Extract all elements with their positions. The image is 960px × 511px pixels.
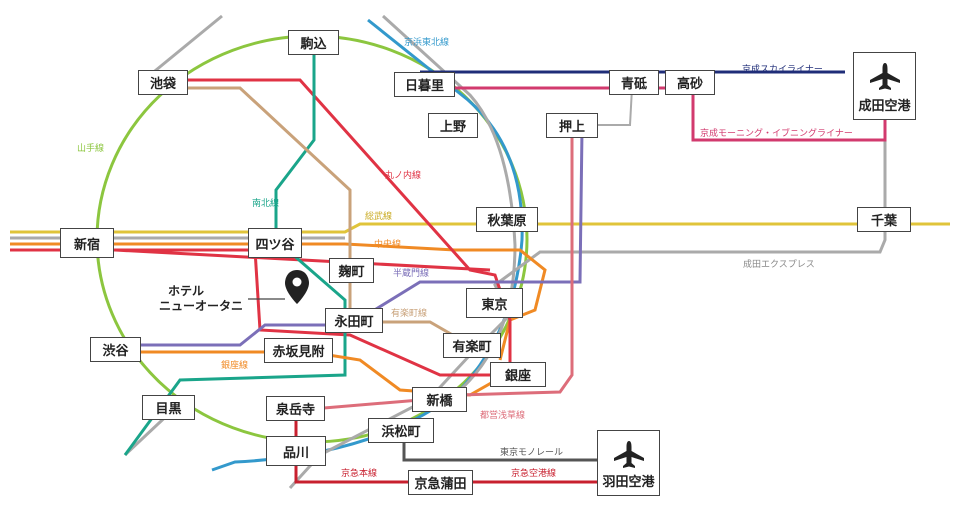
station-yurakucho[interactable]: 有楽町 bbox=[443, 333, 501, 358]
station-meguro[interactable]: 目黒 bbox=[142, 395, 195, 420]
station-hamamatsucho[interactable]: 浜松町 bbox=[368, 418, 434, 443]
label-skyliner: 京成スカイライナー bbox=[742, 65, 823, 75]
label-chuo: 中央線 bbox=[374, 240, 402, 250]
label-narita-express: 成田エクスプレス bbox=[743, 260, 815, 270]
station-ueno[interactable]: 上野 bbox=[428, 113, 478, 138]
hotel-label-line1: ホテル bbox=[168, 284, 205, 298]
station-ikebukuro[interactable]: 池袋 bbox=[138, 70, 188, 95]
station-chiba[interactable]: 千葉 bbox=[857, 207, 911, 232]
hotel-label[interactable]: ホテル ニューオータニ bbox=[130, 284, 243, 314]
station-aoto[interactable]: 青砥 bbox=[609, 70, 659, 95]
monorail-line bbox=[402, 440, 600, 462]
station-nippori[interactable]: 日暮里 bbox=[394, 72, 455, 97]
marunouchi-line-2 bbox=[175, 78, 512, 370]
marunouchi-line bbox=[10, 248, 500, 377]
station-keikyukamata[interactable]: 京急蒲田 bbox=[408, 470, 473, 495]
asakusa-line bbox=[299, 130, 574, 412]
label-morning-liner: 京成モーニング・イブニングライナー bbox=[700, 129, 853, 139]
station-shinagawa[interactable]: 品川 bbox=[266, 436, 326, 466]
station-takasago[interactable]: 高砂 bbox=[665, 70, 715, 95]
oshiage-aoto-line bbox=[595, 87, 633, 126]
chuo-line bbox=[10, 242, 547, 361]
station-shibuya[interactable]: 渋谷 bbox=[90, 337, 141, 362]
airplane-icon bbox=[869, 63, 900, 90]
namboku-line bbox=[123, 40, 347, 456]
label-namboku: 南北線 bbox=[252, 199, 280, 209]
station-tokyo[interactable]: 東京 bbox=[466, 288, 523, 318]
keikyu-line bbox=[294, 408, 600, 484]
airport-narita-label: 成田空港 bbox=[858, 99, 911, 114]
station-sengakuji[interactable]: 泉岳寺 bbox=[266, 396, 325, 421]
morning-liner-line bbox=[691, 92, 887, 142]
label-keikyu-airport: 京急空港線 bbox=[511, 469, 557, 479]
label-asakusa: 都営浅草線 bbox=[480, 411, 526, 421]
station-yotsuya[interactable]: 四ツ谷 bbox=[248, 228, 302, 258]
station-akasakamitsuke[interactable]: 赤坂見附 bbox=[264, 338, 333, 363]
station-oshiage[interactable]: 押上 bbox=[546, 113, 598, 138]
gray-line-1 bbox=[149, 14, 223, 77]
station-nagatacho[interactable]: 永田町 bbox=[325, 308, 383, 333]
station-ginza[interactable]: 銀座 bbox=[490, 362, 546, 387]
label-hanzomon: 半蔵門線 bbox=[393, 269, 430, 279]
station-shimbashi[interactable]: 新橋 bbox=[412, 387, 467, 412]
label-marunouchi: 丸ノ内線 bbox=[385, 171, 422, 181]
label-yamanote: 山手線 bbox=[77, 144, 105, 154]
label-yurakucho: 有楽町線 bbox=[391, 309, 428, 319]
label-sobu: 総武線 bbox=[365, 212, 393, 222]
station-komagome[interactable]: 駒込 bbox=[288, 30, 339, 55]
station-akihabara[interactable]: 秋葉原 bbox=[476, 207, 538, 232]
label-keikyu-main: 京急本線 bbox=[341, 469, 378, 479]
hotel-label-line2: ニューオータニ bbox=[158, 299, 243, 313]
label-monorail: 東京モノレール bbox=[500, 448, 564, 458]
airplane-icon bbox=[613, 441, 644, 468]
airport-haneda-label: 羽田空港 bbox=[602, 475, 655, 490]
sobu-line bbox=[10, 222, 950, 234]
airport-haneda[interactable]: 羽田空港 bbox=[597, 430, 660, 496]
hotel-pin-icon bbox=[285, 270, 309, 304]
station-kojimachi[interactable]: 麹町 bbox=[329, 258, 374, 283]
label-ginza: 銀座線 bbox=[221, 361, 249, 371]
airport-narita[interactable]: 成田空港 bbox=[853, 52, 916, 120]
label-keihin-tohoku: 京浜東北線 bbox=[404, 38, 450, 48]
station-shinjuku[interactable]: 新宿 bbox=[60, 228, 114, 258]
marunouchi-line-3 bbox=[114, 248, 491, 272]
